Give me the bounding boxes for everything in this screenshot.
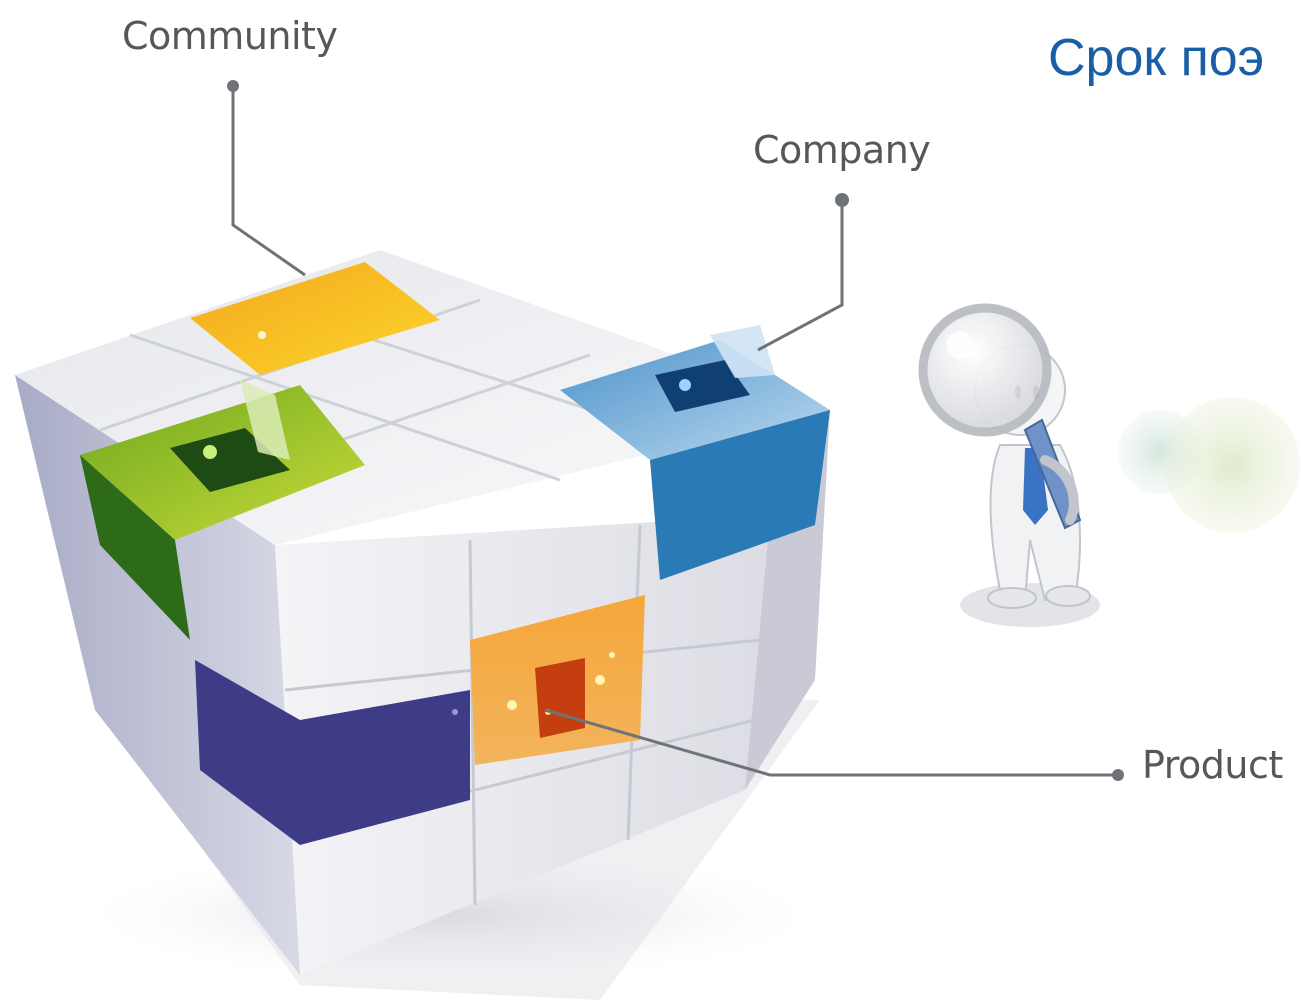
product-leader-line: [544, 708, 1118, 777]
product-label: Product: [1142, 743, 1283, 787]
community-leader-line: [231, 86, 306, 277]
company-dot: [835, 193, 849, 207]
magnifier-figure-icon: [918, 303, 1100, 627]
product-dot: [1112, 769, 1124, 781]
community-label: Community: [122, 14, 338, 58]
company-label: Company: [753, 128, 931, 172]
cube-left-face: [15, 375, 300, 975]
community-tile: [190, 262, 440, 375]
purple-tile: [195, 660, 470, 845]
leader-lines: [231, 86, 1118, 777]
community-dot: [227, 80, 239, 92]
green-blob: [1164, 397, 1300, 533]
page-title: Срок поэ: [1048, 29, 1265, 87]
company-leader-line: [757, 200, 844, 352]
